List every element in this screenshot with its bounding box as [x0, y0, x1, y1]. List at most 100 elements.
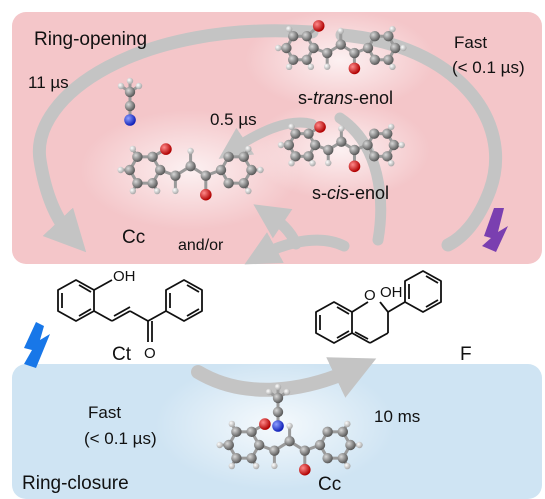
nitrogen-atom — [272, 420, 284, 432]
hydrogen-atom — [228, 462, 236, 470]
carbon-atom — [369, 54, 380, 65]
carbon-atom — [238, 151, 249, 163]
carbon-atom — [288, 54, 299, 65]
hydrogen-atom — [337, 27, 344, 35]
oxygen-atom — [314, 121, 326, 133]
hydrogen-atom — [274, 383, 282, 391]
cc-bottom-molecule — [216, 418, 363, 476]
hydrogen-atom — [172, 187, 179, 195]
flash-purple-icon — [482, 208, 508, 252]
arrow-and-or-up — [253, 204, 302, 250]
hydrogen-atom — [325, 159, 332, 167]
carbon-atom — [281, 42, 292, 54]
carbon-atom — [223, 151, 234, 163]
label-05us: 0.5 µs — [210, 110, 257, 129]
carbon-atom — [238, 177, 249, 189]
carbon-atom — [369, 31, 380, 42]
hydrogen-atom — [252, 462, 260, 470]
carbon-atom — [254, 439, 265, 451]
carbon-atom — [147, 177, 158, 189]
arrow-05us — [218, 117, 317, 159]
cc-top-molecule — [117, 143, 264, 201]
hydrogen-atom — [153, 187, 161, 195]
ring-closure-title: Ring-closure — [22, 473, 129, 494]
arrow-scis-down — [334, 112, 387, 246]
carbon-atom — [322, 452, 333, 464]
acetonitrile-bottom-molecule — [265, 383, 291, 432]
oxygen-atom — [348, 160, 361, 173]
label-cc-top: Cc — [122, 227, 145, 248]
carbon-atom — [322, 426, 333, 438]
carbon-atom — [223, 177, 234, 189]
label-fast-bottom-paren: (< 0.1 µs) — [84, 429, 157, 448]
carbon-atom — [288, 31, 299, 42]
hydrogen-atom — [288, 159, 295, 167]
hydrogen-atom — [398, 141, 405, 149]
ct-structure — [57, 279, 203, 342]
carbon-atom — [170, 170, 181, 181]
f-structure — [315, 270, 442, 344]
carbon-atom — [246, 452, 257, 464]
carbon-atom — [269, 445, 280, 456]
hydrogen-atom — [388, 159, 395, 167]
carbon-atom — [337, 426, 348, 438]
hydrogen-atom — [344, 420, 351, 428]
hydrogen-atom — [135, 82, 143, 90]
label-10ms: 10 ms — [374, 407, 420, 426]
carbon-atom — [390, 42, 401, 54]
carbon-atom — [132, 151, 143, 163]
hydrogen-atom — [129, 145, 137, 153]
ct-o: O — [144, 345, 156, 362]
hydrogen-atom — [271, 462, 278, 470]
oxygen-atom — [312, 20, 325, 32]
carbon-atom — [336, 136, 347, 147]
carbon-atom — [124, 100, 136, 112]
carbon-atom — [368, 128, 380, 139]
carbon-atom — [185, 161, 196, 172]
hydrogen-atom — [286, 422, 293, 430]
hydrogen-atom — [245, 145, 252, 153]
carbon-atom — [132, 177, 143, 189]
carbon-atom — [284, 436, 295, 447]
carbon-atom — [301, 54, 312, 65]
hydrogen-atom — [257, 166, 264, 174]
hydrogen-atom — [117, 82, 125, 90]
hydrogen-atom — [277, 141, 285, 149]
carbon-atom — [231, 452, 242, 464]
s-trans-enol-molecule — [275, 20, 407, 75]
hydrogen-atom — [324, 63, 331, 70]
carbon-atom — [337, 452, 348, 464]
carbon-atom — [388, 139, 400, 151]
carbon-atom — [349, 144, 360, 156]
carbon-atom — [200, 170, 211, 181]
flash-blue-icon — [24, 322, 50, 368]
carbon-atom — [345, 439, 356, 451]
carbon-atom — [303, 128, 314, 139]
oxygen-atom — [299, 463, 311, 476]
carbon-atom — [383, 31, 394, 42]
carbon-atom — [272, 406, 284, 418]
oxygen-atom — [259, 418, 271, 430]
label-and-or: and/or — [178, 237, 224, 254]
carbon-atom — [335, 39, 346, 50]
carbon-atom — [383, 54, 394, 65]
f-oh: OH — [380, 284, 403, 301]
oxygen-atom — [200, 188, 212, 201]
carbon-atom — [215, 164, 227, 176]
f-o: O — [364, 287, 376, 304]
label-fast-bottom: Fast — [88, 403, 121, 422]
carbon-atom — [246, 164, 257, 176]
carbon-atom — [309, 139, 321, 151]
oxygen-atom — [348, 62, 361, 75]
carbon-atom — [323, 144, 334, 156]
carbon-atom — [322, 47, 333, 59]
label-scis: s-cis-enol — [312, 183, 389, 203]
hydrogen-atom — [126, 77, 134, 85]
hydrogen-atom — [285, 63, 293, 71]
carbon-atom — [314, 439, 326, 451]
ring-opening-title: Ring-opening — [34, 29, 147, 50]
carbon-atom — [349, 47, 360, 59]
carbon-atom — [382, 128, 393, 139]
